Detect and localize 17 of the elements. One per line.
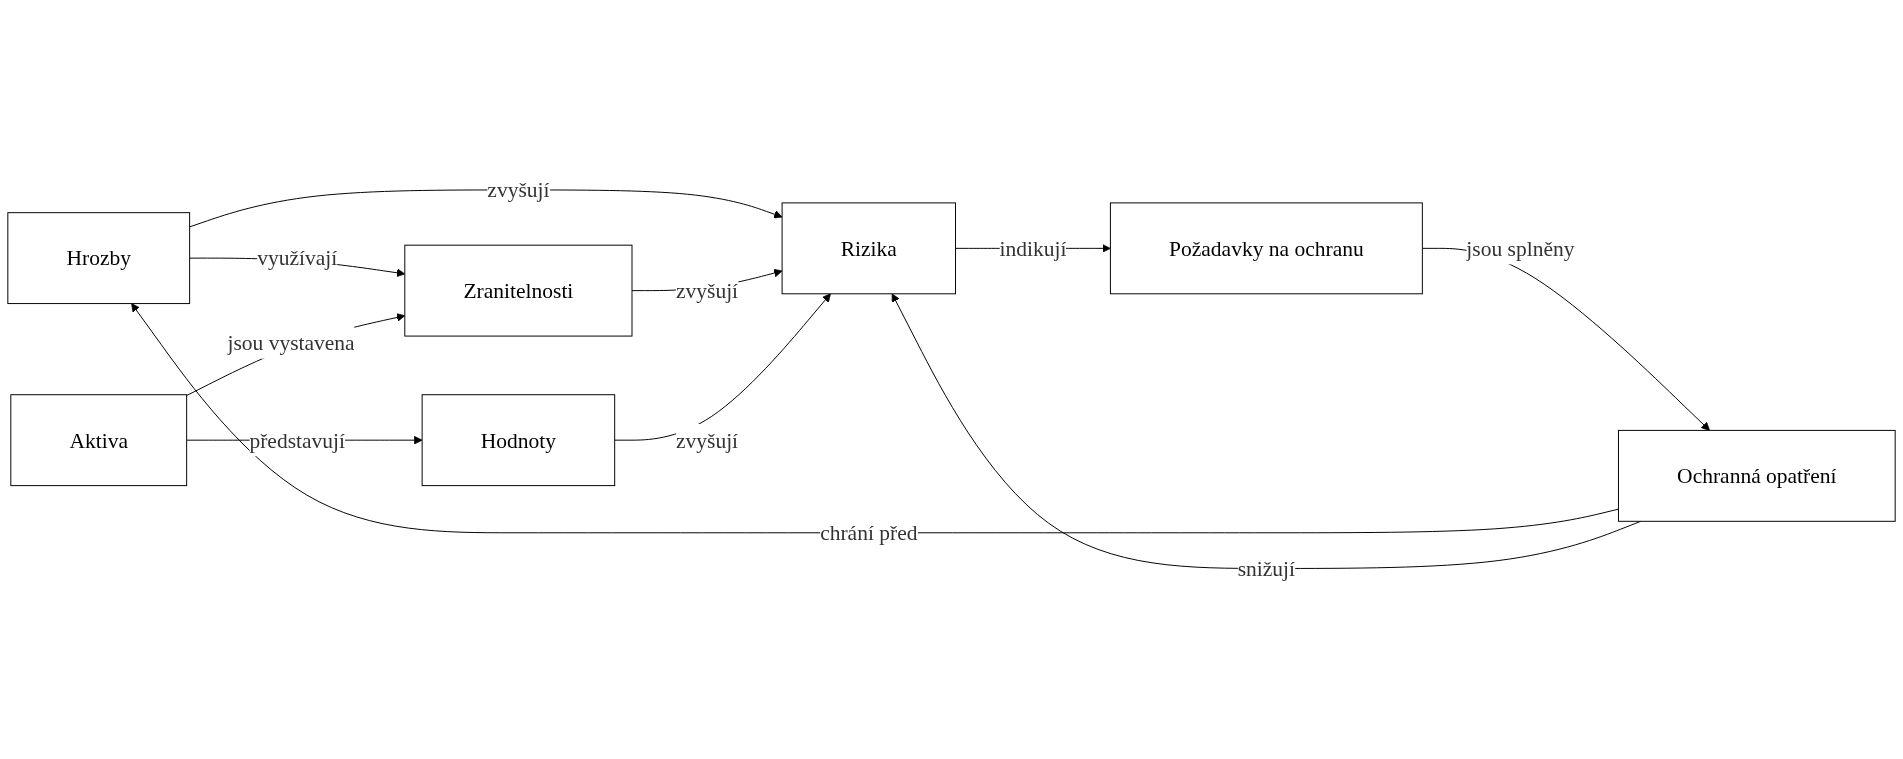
node-box: Rizika — [781, 202, 956, 295]
edge-label: jsou splněny — [1466, 236, 1575, 261]
edge-label: zvyšují — [487, 178, 550, 203]
edge-label: zvyšují — [675, 278, 739, 304]
node-box: Zranitelnosti — [404, 245, 633, 337]
node-box: Hodnoty — [421, 394, 616, 487]
edge-label: zvyšují — [675, 428, 739, 453]
edge-label: chrání před — [820, 520, 918, 546]
edge-label: využívají — [257, 246, 338, 271]
node-box: Aktiva — [10, 394, 188, 487]
node-box: Ochranná opatření — [1617, 430, 1896, 523]
edge-label: indikují — [999, 236, 1067, 261]
node-box: Požadavky na ochranu — [1109, 202, 1423, 295]
edge-label: představují — [249, 428, 345, 453]
node-box: Hrozby — [7, 212, 191, 305]
edge-label: jsou vystavena — [227, 330, 355, 356]
edge-label: snižují — [1237, 556, 1296, 581]
